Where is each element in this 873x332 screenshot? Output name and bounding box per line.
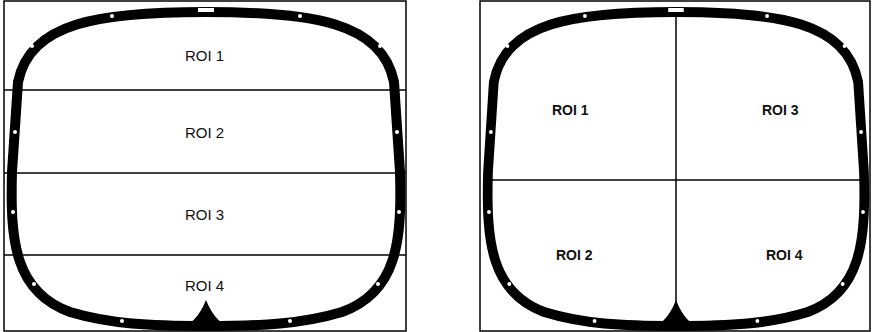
roi-label: ROI 2 xyxy=(185,124,224,141)
divider-line xyxy=(490,179,862,181)
roi-region: ROI 2 xyxy=(552,245,597,265)
roi-label: ROI 1 xyxy=(185,47,224,64)
sternum-notch xyxy=(668,8,684,12)
roi-region: ROI 4 xyxy=(762,245,807,265)
divider-line xyxy=(4,89,406,91)
panel-frame xyxy=(480,1,870,331)
roi-label: ROI 1 xyxy=(552,102,589,118)
divider-line xyxy=(4,172,406,174)
divider-line xyxy=(4,254,406,256)
thorax-outline xyxy=(488,12,865,326)
spine-bump xyxy=(178,300,234,328)
left-panel xyxy=(4,1,406,331)
roi-region: ROI 3 xyxy=(181,204,228,225)
roi-region: ROI 1 xyxy=(181,45,228,66)
roi-region: ROI 4 xyxy=(181,275,228,296)
roi-label: ROI 3 xyxy=(762,102,799,118)
roi-label: ROI 4 xyxy=(766,247,803,263)
right-panel xyxy=(480,1,870,331)
sternum-notch xyxy=(198,8,214,12)
divider-line xyxy=(675,14,677,302)
electrode-dots xyxy=(487,14,865,323)
roi-label: ROI 4 xyxy=(185,277,224,294)
roi-label: ROI 3 xyxy=(185,206,224,223)
spine-bump xyxy=(649,300,703,328)
roi-region: ROI 2 xyxy=(181,122,228,143)
roi-region: ROI 3 xyxy=(758,100,803,120)
roi-region: ROI 1 xyxy=(548,100,593,120)
roi-label: ROI 2 xyxy=(556,247,593,263)
electrode-dots xyxy=(11,14,401,323)
thorax-outline xyxy=(12,12,401,326)
panel-frame xyxy=(4,1,406,331)
